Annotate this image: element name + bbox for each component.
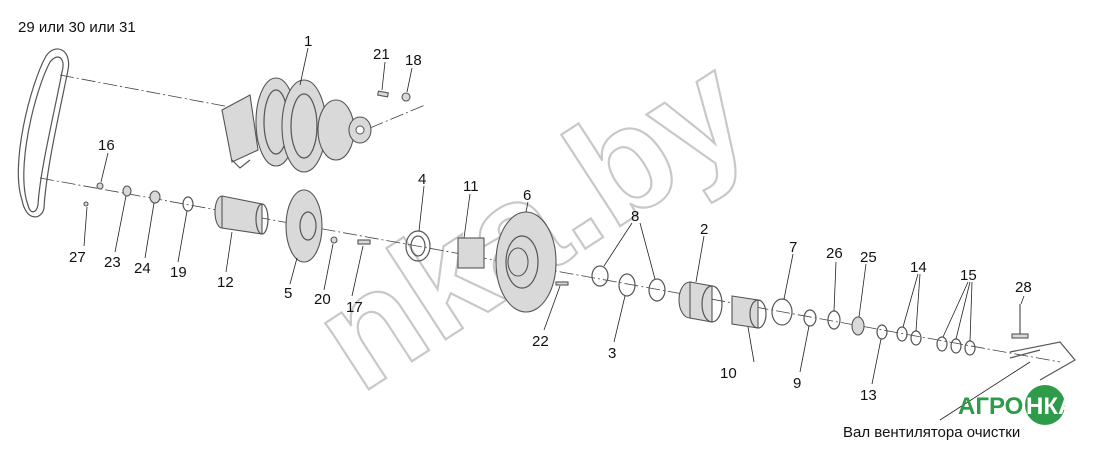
washer-7-part bbox=[771, 298, 793, 326]
callout-24: 24 bbox=[134, 260, 151, 277]
rings-13-14-15-part bbox=[876, 324, 976, 356]
callout-9: 9 bbox=[793, 375, 801, 392]
callout-7: 7 bbox=[789, 239, 797, 256]
callout-1: 1 bbox=[304, 33, 312, 50]
logo-part2: НКА bbox=[1026, 393, 1075, 420]
coupling-part bbox=[457, 211, 557, 313]
ring-26-part bbox=[827, 310, 841, 330]
bearing-2-part bbox=[678, 281, 723, 323]
callout-11: 11 bbox=[463, 178, 479, 195]
key-28-part bbox=[1011, 304, 1029, 339]
logo-circle bbox=[1025, 385, 1065, 425]
callout-18: 18 bbox=[405, 52, 422, 69]
callout-26: 26 bbox=[826, 245, 843, 262]
nut-25-part bbox=[851, 316, 865, 336]
callout-3: 3 bbox=[608, 345, 616, 362]
belt-label: 29 или 30 или 31 bbox=[18, 19, 136, 36]
ring-4-part bbox=[405, 230, 431, 262]
rings-8-3-part bbox=[591, 265, 666, 302]
caption: Вал вентилятора очистки bbox=[843, 424, 1020, 441]
bolt-21-part bbox=[377, 90, 389, 98]
callout-19: 19 bbox=[170, 264, 187, 281]
callout-20: 20 bbox=[314, 291, 331, 308]
callout-21: 21 bbox=[373, 46, 390, 63]
callout-5: 5 bbox=[284, 285, 292, 302]
callout-22: 22 bbox=[532, 333, 549, 350]
callout-27: 27 bbox=[69, 249, 86, 266]
leader-lines bbox=[83, 47, 1031, 421]
ring-9-part bbox=[803, 309, 817, 327]
callout-25: 25 bbox=[860, 249, 877, 266]
callout-16: 16 bbox=[98, 137, 115, 154]
callout-15: 15 bbox=[960, 267, 977, 284]
callout-8: 8 bbox=[631, 208, 639, 225]
callout-4: 4 bbox=[418, 171, 426, 188]
callout-12: 12 bbox=[217, 274, 234, 291]
agro-nka-logo: АГРО НКА bbox=[958, 385, 1075, 425]
callout-17: 17 bbox=[346, 299, 363, 316]
nut-18-part bbox=[401, 92, 411, 102]
belt-part bbox=[17, 48, 70, 218]
callout-6: 6 bbox=[523, 187, 531, 204]
callout-23: 23 bbox=[104, 254, 121, 271]
callout-28: 28 bbox=[1015, 279, 1032, 296]
splined-hub-part bbox=[214, 195, 269, 235]
disc-part bbox=[285, 189, 323, 263]
bolt-17-part bbox=[357, 239, 371, 245]
callout-10: 10 bbox=[720, 365, 737, 382]
logo-part1: АГРО bbox=[958, 393, 1023, 420]
pin-22-part bbox=[555, 281, 569, 286]
bushing-10-part bbox=[731, 295, 767, 329]
callout-labels: 1 2 3 4 5 6 7 8 9 10 11 12 13 14 15 16 1… bbox=[69, 33, 1032, 404]
callout-2: 2 bbox=[700, 221, 708, 238]
pulley-assembly-part bbox=[221, 77, 372, 173]
washer-20-part bbox=[330, 236, 338, 244]
callout-14: 14 bbox=[910, 259, 927, 276]
shaft-end-part bbox=[1009, 341, 1076, 381]
small-parts-left bbox=[83, 182, 194, 212]
callout-13: 13 bbox=[860, 387, 877, 404]
